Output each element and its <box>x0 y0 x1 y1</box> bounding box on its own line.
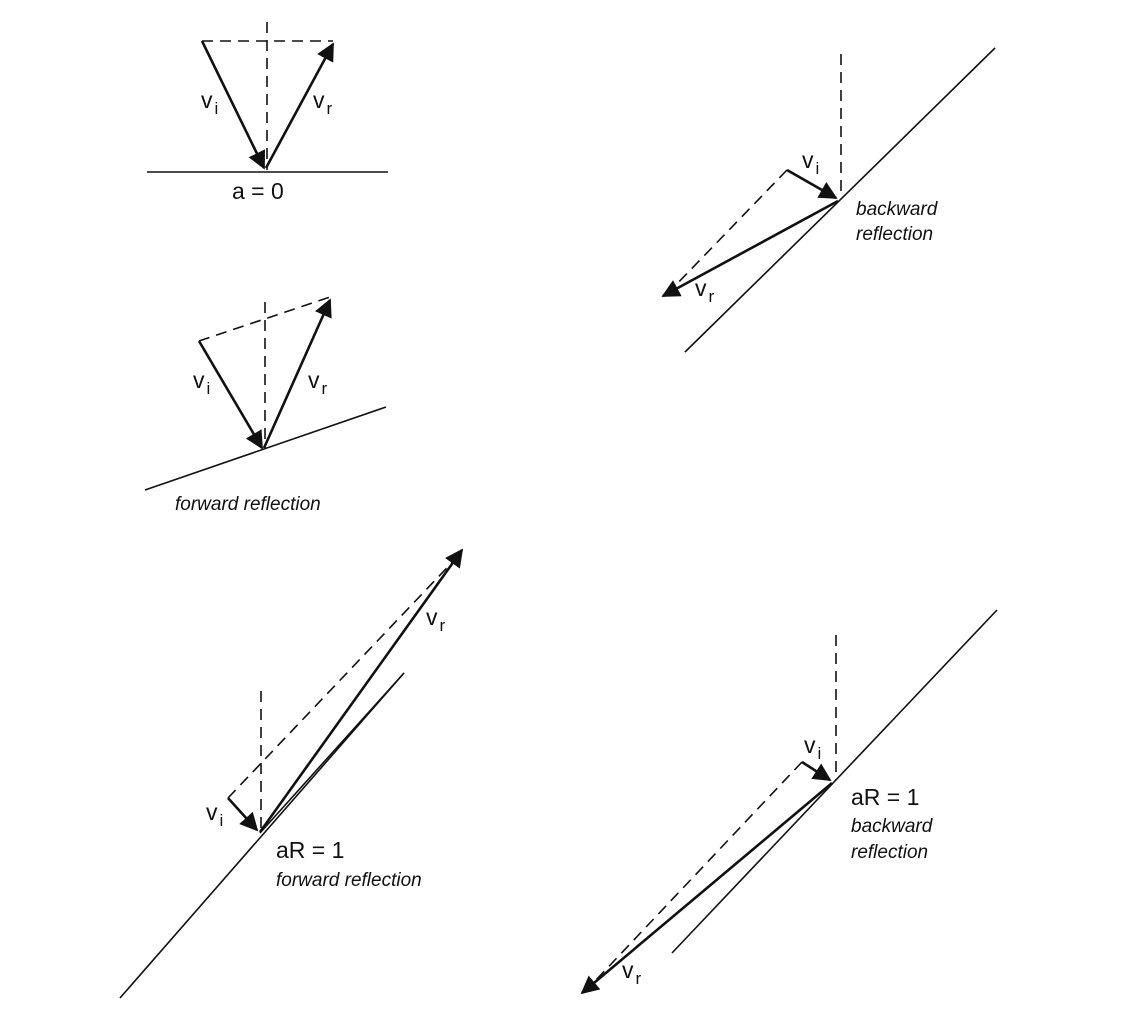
incident-vector <box>801 760 832 782</box>
reflected-vector <box>258 548 464 833</box>
backward-caption-line1: backward <box>856 199 939 220</box>
incident-vector <box>227 797 259 832</box>
mirror-line <box>684 47 996 353</box>
aR-condition-label: aR = 1 <box>851 784 919 810</box>
reflected-vector <box>262 298 332 449</box>
incident-vector <box>197 340 264 450</box>
mirror-line-upper <box>259 672 405 834</box>
mirror-line <box>119 672 405 999</box>
construction-line <box>198 296 331 342</box>
forward-reflection-caption: forward reflection <box>175 494 321 515</box>
construction-line <box>671 169 788 290</box>
a-zero-label: a = 0 <box>232 178 284 204</box>
construction-line <box>595 761 803 981</box>
reflected-vector <box>580 782 833 995</box>
forward-reflection-caption: forward reflection <box>276 870 422 891</box>
backward-caption-line2: reflection <box>856 224 933 245</box>
construction-line <box>227 551 463 799</box>
incident-vector <box>786 168 838 200</box>
incident-vector <box>200 40 266 170</box>
mirror-line <box>144 406 387 491</box>
backward-caption-line2: reflection <box>851 842 928 863</box>
reflected-vector <box>661 199 839 298</box>
aR-condition-label: aR = 1 <box>276 837 344 863</box>
backward-caption-line1: backward <box>851 816 934 837</box>
reflected-vector <box>264 42 335 169</box>
mirror-line <box>671 609 998 954</box>
